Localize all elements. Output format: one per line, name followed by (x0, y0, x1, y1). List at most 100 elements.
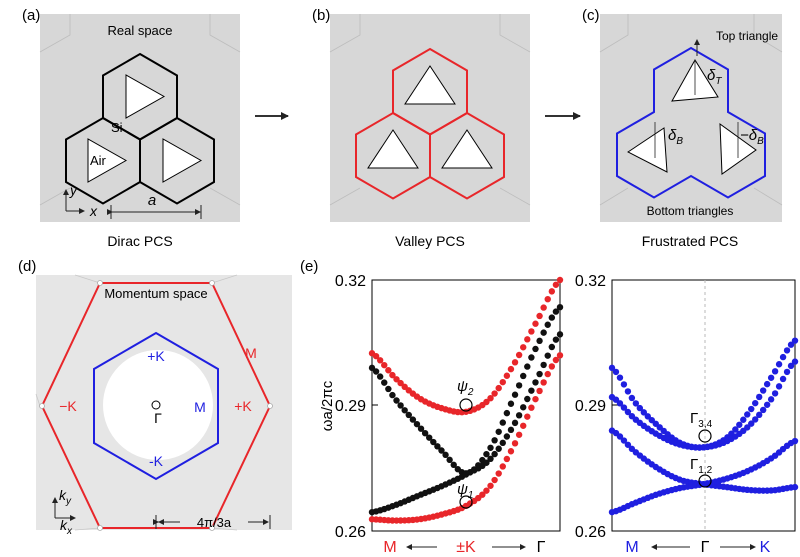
band-point (389, 391, 396, 399)
band-point (491, 390, 498, 397)
band-point (495, 470, 502, 477)
band-point (771, 390, 779, 397)
band-point (736, 421, 743, 428)
band-point (507, 400, 515, 407)
band-point (515, 431, 523, 438)
band-point (791, 483, 799, 491)
band-point (499, 463, 506, 470)
band-point (552, 356, 560, 364)
blue-brillouin-zone (93, 331, 219, 481)
band-point (544, 352, 551, 359)
band-point (628, 394, 636, 402)
band-point (552, 308, 560, 315)
right-ticks (612, 279, 618, 532)
band-point (491, 437, 498, 444)
band-point (372, 368, 380, 375)
frustrated-supercell-outline (616, 46, 766, 199)
gamma12-marker (698, 474, 712, 488)
left-bands (368, 276, 564, 524)
kx-label: kx (60, 517, 73, 537)
band-point (544, 295, 551, 303)
real-space-label: Real space (107, 23, 172, 38)
band-point (748, 405, 755, 413)
minus-k-red-label: −K (59, 398, 77, 414)
panel-b-label: (b) (312, 7, 330, 24)
band-point (528, 328, 535, 335)
bottom-triangle-left (627, 127, 668, 173)
band-point (409, 416, 417, 423)
band-point (528, 354, 535, 361)
band-point (540, 329, 547, 336)
band-point (548, 343, 556, 351)
band-point (752, 399, 759, 407)
band-point (524, 395, 531, 403)
band-point (430, 438, 437, 446)
air-triangle-right (162, 138, 203, 183)
plus-k-red-label: +K (234, 398, 252, 414)
band-point (540, 304, 547, 311)
band-point (520, 404, 527, 411)
band-point (421, 430, 429, 437)
band-point (640, 409, 648, 416)
psi1-label: ψ1 (457, 481, 473, 501)
minus-delta-b-symbol: −δB (740, 127, 764, 147)
band-point (450, 461, 457, 469)
band-point (620, 404, 628, 411)
air-triangle-left (87, 138, 128, 183)
band-point (524, 336, 531, 343)
band-point (520, 344, 527, 351)
band-point (376, 357, 384, 364)
band-point (556, 276, 564, 284)
band-point (495, 384, 502, 392)
band-point (540, 361, 547, 369)
band-point (507, 426, 515, 434)
band-point (524, 363, 531, 370)
air-triangle-top (125, 74, 166, 119)
band-point (536, 337, 543, 345)
band-point (556, 303, 564, 311)
band-point (744, 411, 751, 418)
gamma12-label: Γ1,2 (690, 456, 713, 476)
band-point (624, 388, 632, 395)
plus-k-blue-label: +K (147, 348, 165, 364)
right-x-gamma-label: Γ (701, 539, 710, 556)
panel-c: (c) Top triangle δT δB −δB Bottom triang… (582, 7, 783, 249)
band-point (775, 361, 783, 368)
lattice-constant-label: a (148, 192, 156, 209)
band-point (612, 368, 620, 376)
band-point (748, 420, 755, 427)
band-point (483, 487, 490, 494)
band-point (787, 362, 795, 370)
band-point (620, 381, 628, 388)
m-red-label: M (245, 345, 257, 361)
band-point (495, 428, 502, 435)
band-point (759, 406, 767, 414)
left-tick-0.32: 0.32 (335, 273, 366, 290)
psi2-label: ψ2 (457, 378, 474, 398)
band-point (636, 404, 644, 412)
ky-label: ky (59, 487, 72, 507)
gamma-label: Γ (154, 410, 162, 426)
band-point (536, 387, 543, 395)
band-point (791, 337, 799, 344)
delta-t-symbol: δT (707, 67, 722, 87)
band-point (616, 374, 624, 381)
bottom-triangles-label: Bottom triangles (647, 204, 734, 218)
axes-kx-ky: ky kx (52, 487, 76, 537)
band-point (507, 365, 515, 373)
band-point (405, 411, 412, 419)
band-point (620, 437, 628, 444)
y-axis-title: ωa/2πc (319, 380, 336, 431)
band-point (483, 398, 490, 406)
band-point (540, 379, 547, 386)
band-point (763, 380, 771, 388)
axes-xy: y x (63, 182, 98, 219)
left-x-gamma-label: Γ (537, 539, 546, 556)
air-triangle-top (404, 65, 456, 105)
band-point (372, 352, 380, 360)
band-point (495, 445, 502, 452)
panel-a-caption: Dirac PCS (107, 233, 172, 249)
band-point (393, 397, 400, 404)
band-point (779, 353, 787, 361)
rotation-guides (654, 60, 739, 158)
